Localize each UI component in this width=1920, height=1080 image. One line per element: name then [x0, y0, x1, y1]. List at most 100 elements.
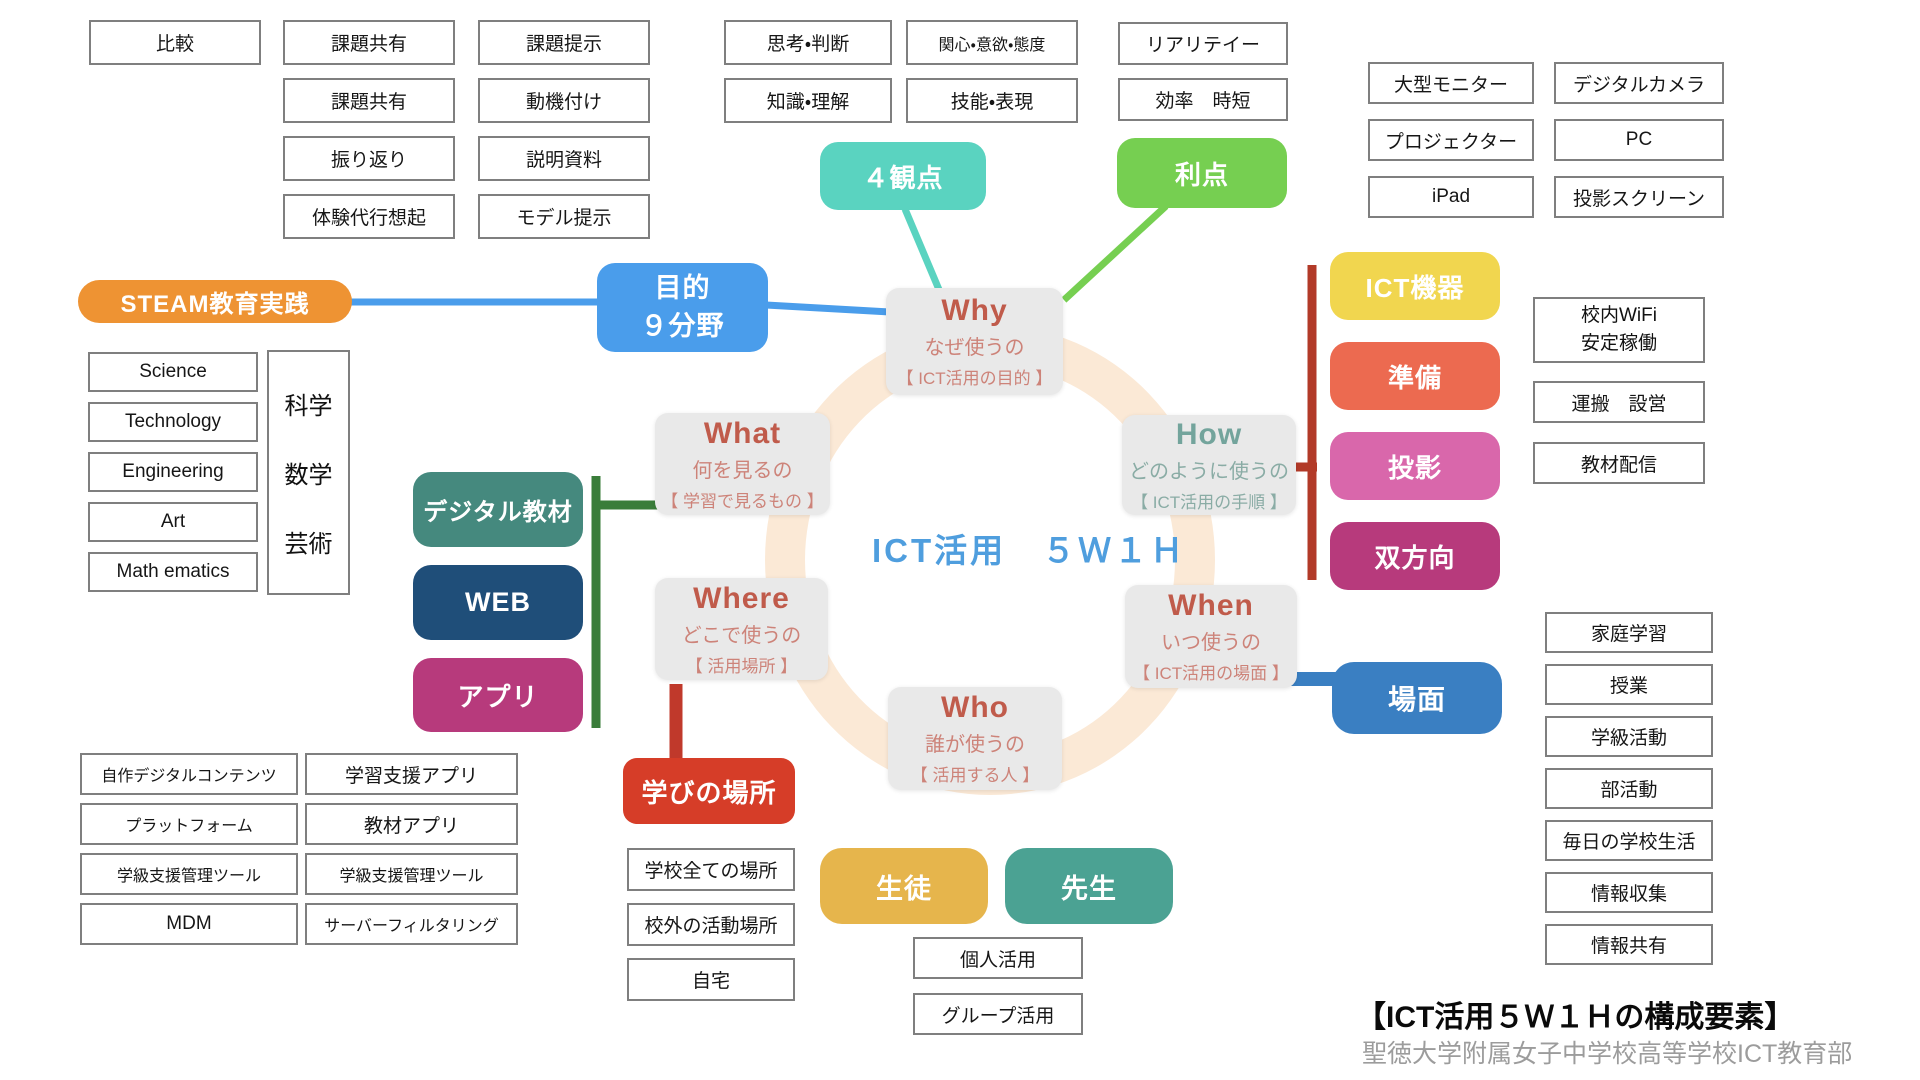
- list-item: 教材アプリ: [305, 803, 518, 845]
- list-item: Engineering: [88, 452, 258, 492]
- node-why-note: 【 ICT活用の目的 】: [896, 369, 1053, 388]
- node-when-subtitle: いつ使うの: [1161, 632, 1261, 654]
- node-how-note: 【 ICT活用の手順 】: [1131, 492, 1287, 512]
- list-item: 情報共有: [1545, 924, 1713, 965]
- unpan-box: 運搬 設営: [1533, 381, 1705, 423]
- node-where-note: 【 活用場所 】: [685, 656, 798, 676]
- pill-mokuteki-line1: 目的: [654, 272, 711, 303]
- list-item: 大型モニター: [1368, 62, 1534, 104]
- list-item: モデル提示: [478, 194, 650, 239]
- node-how-title: How: [1175, 417, 1243, 451]
- pill-seito: 生徒: [820, 848, 988, 924]
- list-item: 毎日の学校生活: [1545, 820, 1713, 861]
- list-item: iPad: [1368, 176, 1534, 218]
- node-who-title: Who: [941, 691, 1009, 724]
- node-who: Who 誰が使うの 【 活用する人 】: [888, 687, 1062, 790]
- group-viewpoints-col2: 関心・意欲・態度技能・表現: [906, 20, 1078, 123]
- pill-ict-kiki: ICT機器: [1330, 252, 1500, 320]
- node-when-note: 【 ICT活用の場面 】: [1133, 664, 1289, 683]
- list-item: プラットフォーム: [80, 803, 298, 845]
- list-item: 自宅: [627, 958, 795, 1001]
- pill-manabi-no-basho: 学びの場所: [623, 758, 795, 824]
- pill-mokuteki-line2: ９分野: [640, 310, 725, 341]
- pill-sensei: 先生: [1005, 848, 1173, 924]
- node-why-subtitle: なぜ使うの: [924, 337, 1025, 359]
- pill-steam: STEAM教育実践: [78, 280, 352, 323]
- list-item: Technology: [88, 402, 258, 442]
- diagram-credit: 聖徳大学附属女子中学校高等学校ICT教育部: [1362, 1040, 1853, 1068]
- node-what-note: 【 学習で見るもの 】: [661, 491, 824, 511]
- pill-sohoko: 双方向: [1330, 522, 1500, 590]
- list-item: 学級活動: [1545, 716, 1713, 757]
- node-where: Where どこで使うの 【 活用場所 】: [655, 578, 828, 680]
- group-devices-col2: デジタルカメラ PC 投影スクリーン: [1554, 62, 1724, 218]
- pill-apuri: アプリ: [413, 658, 583, 732]
- diagram-heading: 【ICT活用５Ｗ１Ｈの構成要素】: [1356, 1001, 1795, 1034]
- node-how-subtitle: どのように使うの: [1129, 460, 1289, 483]
- list-item: 効率 時短: [1118, 78, 1288, 121]
- node-where-title: Where: [693, 581, 790, 615]
- list-item: 体験代行想起: [283, 194, 455, 239]
- steam-japanese-box: 科学数学芸術: [267, 350, 350, 595]
- list-item: 学習支援アプリ: [305, 753, 518, 795]
- list-item: PC: [1554, 119, 1724, 161]
- list-item: Math ematics: [88, 552, 258, 592]
- node-what-subtitle: 何を見るの: [692, 459, 793, 482]
- list-item: 関心・意欲・態度: [906, 20, 1078, 65]
- list-item: デジタルカメラ: [1554, 62, 1724, 104]
- pill-riten: 利点: [1117, 138, 1287, 208]
- list-item: プロジェクター: [1368, 119, 1534, 161]
- list-item: 学級支援管理ツール: [80, 853, 298, 895]
- center-title: ICT活用 ５Ｗ１Ｈ: [872, 532, 1187, 569]
- node-why: Why なぜ使うの 【 ICT活用の目的 】: [886, 288, 1063, 395]
- node-why-title: Why: [941, 294, 1008, 327]
- list-item: 振り返り: [283, 136, 455, 181]
- node-who-note: 【 活用する人 】: [910, 766, 1040, 785]
- wifi-box-line1: 校内WiFi: [1581, 305, 1657, 327]
- node-who-subtitle: 誰が使うの: [925, 734, 1025, 756]
- list-item: 校外の活動場所: [627, 903, 795, 946]
- list-item: Art: [88, 502, 258, 542]
- list-item: サーバーフィルタリング: [305, 903, 518, 945]
- group-purpose-col2: 課題共有課題共有振り返り体験代行想起: [283, 20, 455, 239]
- list-item: 部活動: [1545, 768, 1713, 809]
- group-usage: 個人活用グループ活用: [913, 937, 1083, 1035]
- group-devices-col1: 大型モニタープロジェクター iPad: [1368, 62, 1534, 218]
- pill-web: WEB: [413, 565, 583, 640]
- connector-riten-to-why: [1061, 203, 1169, 303]
- group-viewpoints-col1: 思考・判断知識・理解: [724, 20, 892, 123]
- list-item: 投影スクリーン: [1554, 176, 1724, 218]
- wifi-box: 校内WiFi 安定稼働: [1533, 297, 1705, 363]
- list-item: 芸術: [284, 531, 333, 558]
- pill-junbi: 準備: [1330, 342, 1500, 410]
- list-item: 知識・理解: [724, 78, 892, 123]
- pill-mokuteki: 目的 ９分野: [597, 263, 768, 352]
- list-item: MDM: [80, 903, 298, 945]
- list-item: 家庭学習: [1545, 612, 1713, 653]
- pill-bamen: 場面: [1332, 662, 1502, 734]
- list-item: 情報収集: [1545, 872, 1713, 913]
- list-item: 課題提示: [478, 20, 650, 65]
- list-item: 授業: [1545, 664, 1713, 705]
- list-item: 学校全ての場所: [627, 848, 795, 891]
- node-when-title: When: [1168, 589, 1254, 622]
- list-item: グループ活用: [913, 993, 1083, 1035]
- list-item: 比較: [89, 20, 261, 65]
- wifi-box-line2: 安定稼働: [1580, 333, 1657, 354]
- pill-kanten: ４観点: [820, 142, 986, 210]
- list-item: 思考・判断: [724, 20, 892, 65]
- pill-digital-kyozai: デジタル教材: [413, 472, 583, 547]
- connector-mokuteki-to-why: [765, 301, 891, 316]
- list-item: 説明資料: [478, 136, 650, 181]
- kyozai-haishin-box: 教材配信: [1533, 442, 1705, 484]
- list-item: Science: [88, 352, 258, 392]
- group-places: 学校全ての場所校外の活動場所自宅: [627, 848, 795, 1001]
- group-scenes: 家庭学習授業学級活動部活動毎日の学校生活情報収集情報共有: [1545, 612, 1713, 965]
- list-item: リアリテイー: [1118, 22, 1288, 65]
- list-item: 科学: [284, 393, 333, 420]
- list-item: 動機付け: [478, 78, 650, 123]
- list-item: 数学: [284, 462, 333, 489]
- group-purpose-col3: 課題提示動機付け説明資料モデル提示: [478, 20, 650, 239]
